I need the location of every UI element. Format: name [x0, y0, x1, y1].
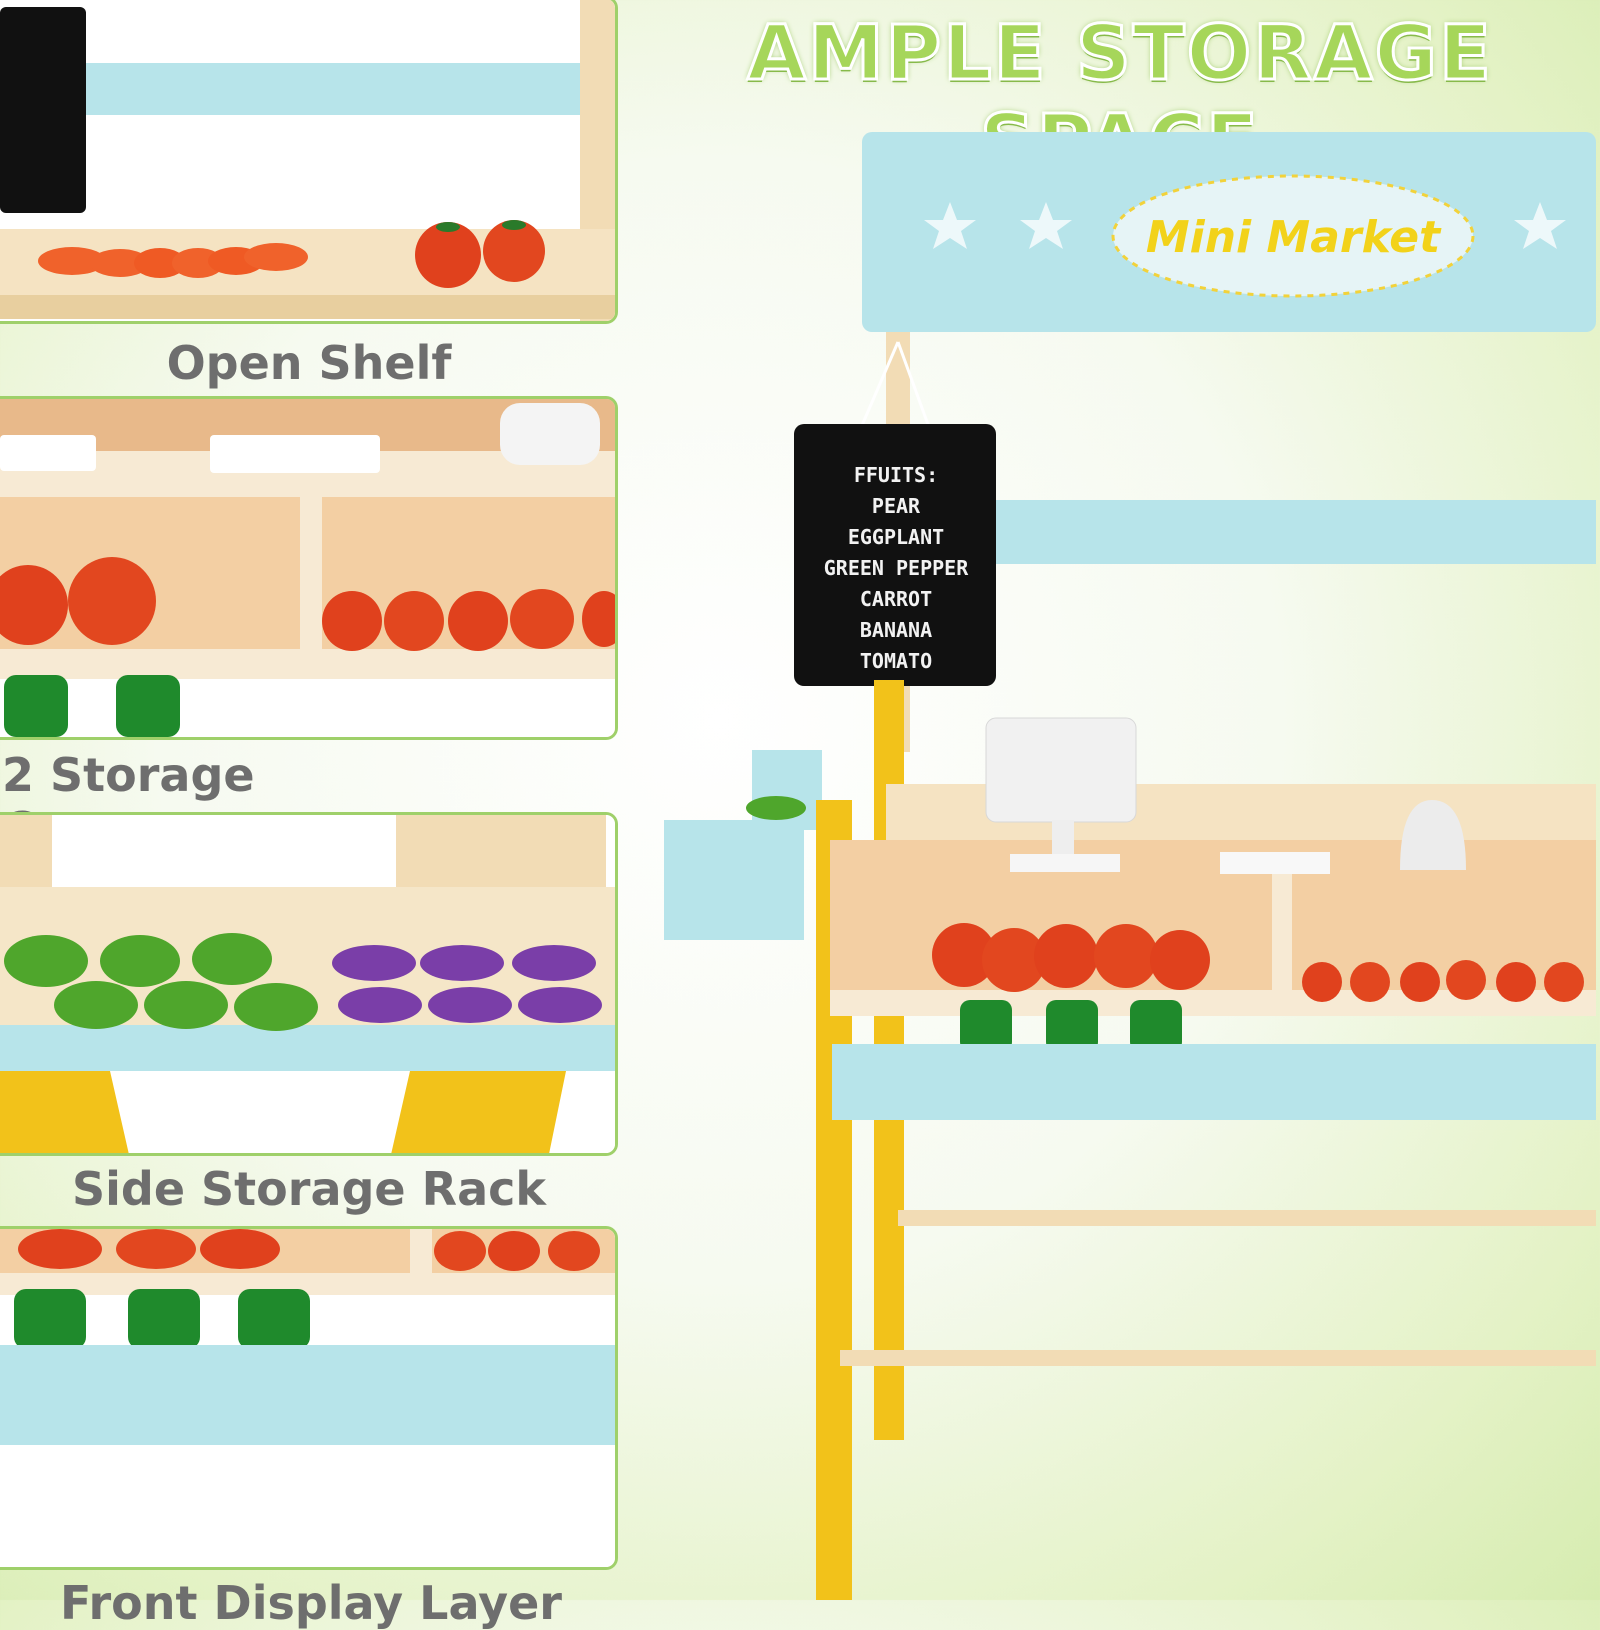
chalkboard-sign — [794, 424, 996, 686]
chalk-line: CARROT — [860, 587, 932, 611]
carrot-group — [1302, 960, 1584, 1002]
front-display-rail — [832, 1044, 1596, 1120]
scale — [1400, 800, 1466, 870]
tomato-group — [0, 557, 156, 645]
caption-front-display-layer: Front Display Layer — [60, 1576, 562, 1630]
pepper-group — [14, 1289, 310, 1349]
compartments-photo — [0, 399, 615, 737]
eggplant-group — [332, 945, 602, 1023]
chalk-line: PEAR — [872, 494, 921, 518]
panel-open-shelf — [0, 0, 618, 324]
pepper-group — [960, 1000, 1182, 1052]
side-rack-photo — [0, 815, 615, 1153]
card-reader — [1220, 852, 1330, 874]
panel-storage-compartments — [0, 396, 618, 740]
tomato-group — [18, 1229, 600, 1271]
pear-group — [4, 933, 318, 1031]
chalk-line: EGGPLANT — [848, 525, 944, 549]
chalk-line: FFUITS: — [854, 463, 938, 487]
front-display-photo — [0, 1229, 615, 1567]
open-shelf-photo — [0, 0, 615, 321]
pepper-group — [4, 675, 180, 737]
sign-star-icons — [924, 202, 1566, 249]
caption-side-storage-rack: Side Storage Rack — [72, 1162, 546, 1216]
chalk-line: GREEN PEPPER — [824, 556, 969, 580]
side-rack — [664, 820, 804, 940]
chalkboard-text: FFUITS: PEAR EGGPLANT GREEN PEPPER CARRO… — [824, 463, 969, 673]
tomato-group — [932, 923, 1210, 992]
panel-side-storage-rack — [0, 812, 618, 1156]
carrot-group — [38, 243, 308, 278]
mini-market-title: Mini Market — [1146, 212, 1442, 263]
upper-rail — [992, 500, 1596, 564]
cash-register — [985, 717, 1137, 823]
market-stall-illustration: Mini Market FFUITS: PEAR EGGPLANT GREEN … — [664, 132, 1596, 1600]
caption-open-shelf: Open Shelf — [166, 336, 452, 390]
tomato-group — [415, 220, 545, 288]
chalk-line: BANANA — [860, 618, 932, 642]
chalk-line: TOMATO — [860, 649, 932, 673]
carrot-group — [322, 589, 615, 651]
panel-front-display-layer — [0, 1226, 618, 1570]
